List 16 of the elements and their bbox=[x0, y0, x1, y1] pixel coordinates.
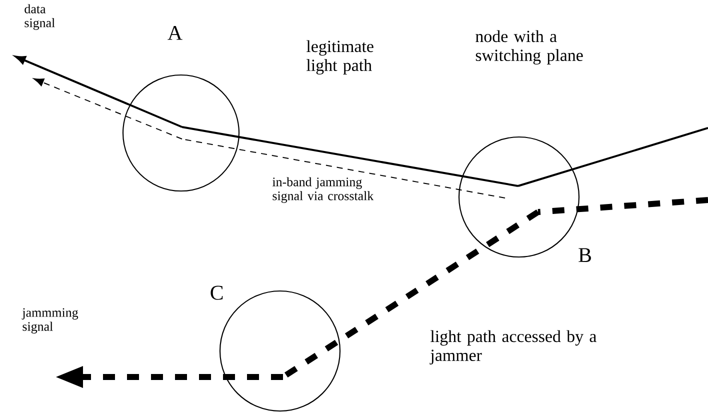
light-path-line bbox=[518, 127, 708, 187]
node-circle bbox=[458, 136, 580, 258]
arrow bbox=[33, 78, 182, 140]
light-path-line bbox=[538, 197, 708, 215]
light-path-line bbox=[182, 126, 518, 187]
node-letter: C bbox=[210, 286, 223, 300]
edge-label: jammming signal bbox=[22, 308, 78, 334]
edge-label: data signal bbox=[24, 4, 55, 30]
edge-label: light path accessed by a jammer bbox=[430, 330, 596, 364]
edge-label: legitimate light path bbox=[306, 40, 374, 75]
node-circle bbox=[122, 74, 240, 192]
note-text: node with a switching plane bbox=[476, 30, 583, 65]
edge-label: in-band jamming signal via crosstalk bbox=[272, 177, 374, 203]
node-letter: A bbox=[168, 26, 182, 40]
node-letter: B bbox=[578, 248, 591, 262]
arrow bbox=[14, 56, 182, 128]
